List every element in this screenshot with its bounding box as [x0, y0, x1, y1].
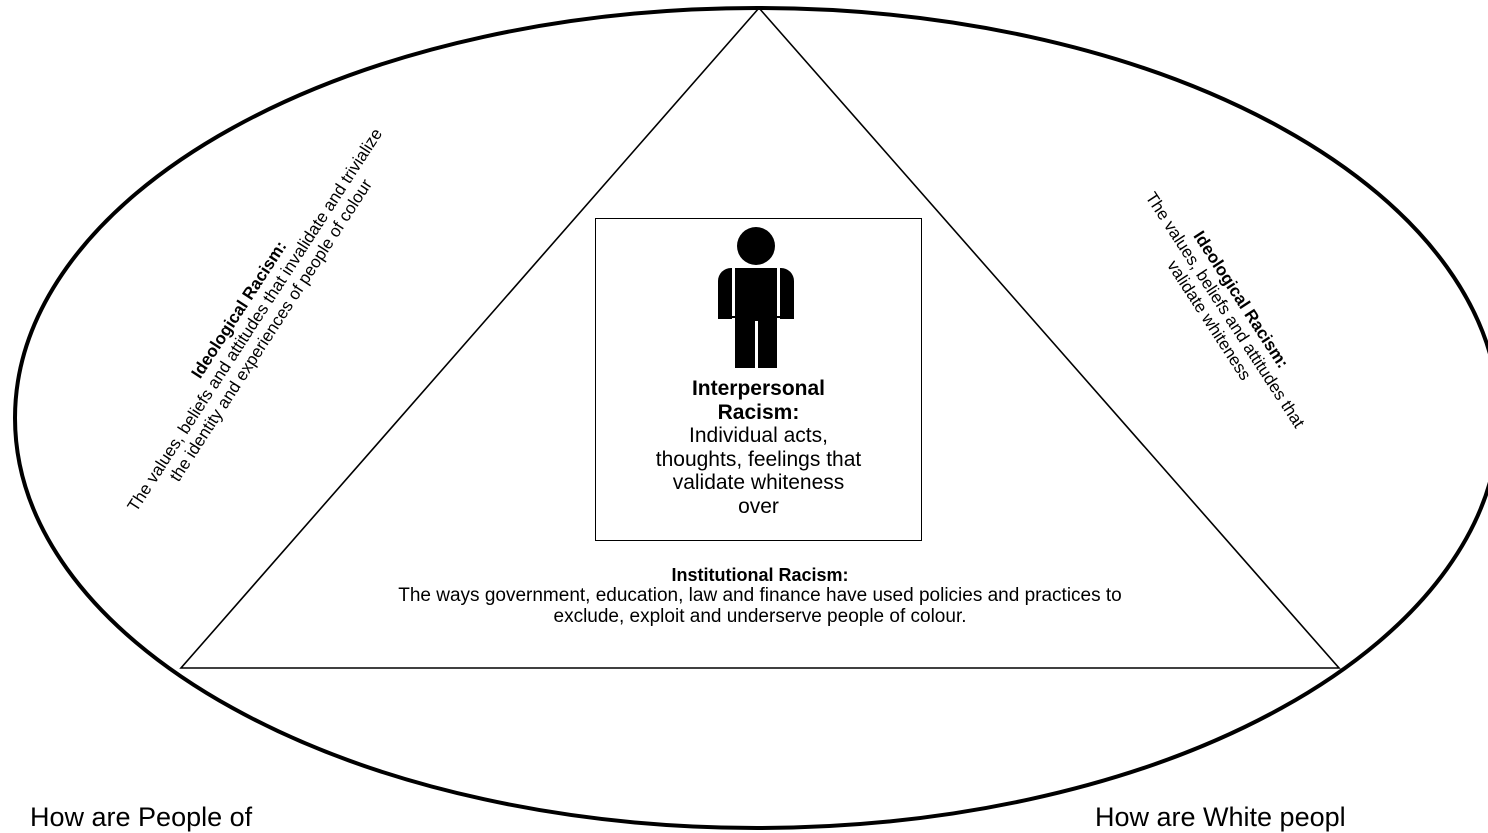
interpersonal-title: Interpersonal Racism:	[691, 377, 826, 424]
bottom-left-question: How are People of	[30, 802, 253, 832]
triangle	[179, 6, 1341, 669]
interpersonal-text: Interpersonal Racism: Individual acts, t…	[596, 377, 921, 518]
institutional-body: The ways government, education, law and …	[398, 585, 1122, 628]
institutional-title: Institutional Racism:	[671, 565, 849, 585]
bottom-right-question: How are White peopl	[1095, 802, 1346, 832]
outer-circle	[13, 6, 1488, 830]
interpersonal-box: Interpersonal Racism: Individual acts, t…	[595, 218, 922, 541]
interpersonal-body: Individual acts, thoughts, feelings that…	[655, 424, 862, 518]
person-icon	[718, 227, 794, 368]
institutional-text: Institutional Racism: The ways governmen…	[380, 565, 1140, 628]
